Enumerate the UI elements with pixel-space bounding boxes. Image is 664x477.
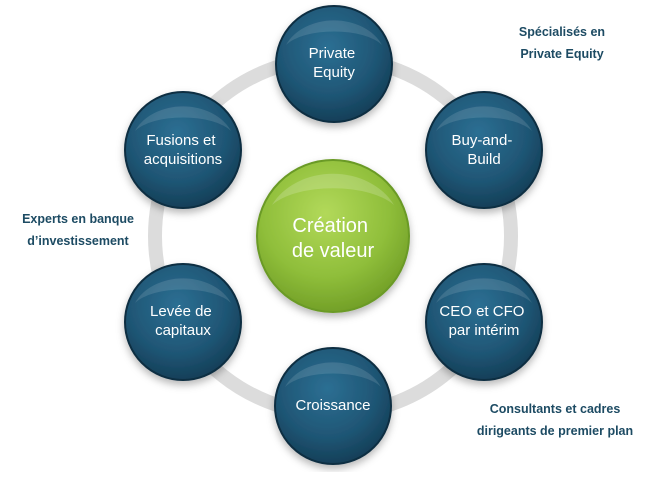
center-label-line-2: de valeur xyxy=(292,240,375,262)
node-label-private-equity-line-1: Private xyxy=(309,45,356,62)
note-investment-banking-experts: Experts en banque d’investissement xyxy=(2,208,154,252)
center-label-line-1: Création xyxy=(292,215,368,237)
note-top-line-2: Private Equity xyxy=(520,47,604,61)
center-node: Création de valeur xyxy=(256,159,410,313)
node-label-buy-and-build-line-2: Build xyxy=(467,151,500,168)
node-label-fusions: Fusions et acquisitions xyxy=(144,132,222,168)
node-private-equity: Private Equity xyxy=(275,5,393,123)
note-consultants-executives: Consultants et cadres dirigeants de prem… xyxy=(450,398,660,442)
node-label-ceo-cfo-line-2: par intérim xyxy=(449,322,520,339)
node-label-private-equity: Private Equity xyxy=(309,45,360,81)
note-bottom-line-2: dirigeants de premier plan xyxy=(476,424,634,438)
node-buy-and-build: Buy-and- Build xyxy=(425,91,543,209)
note-left-line-2: d’investissement xyxy=(27,234,129,248)
node-label-buy-and-build-line-1: Buy-and- xyxy=(451,132,512,149)
node-label-fusions-line-1: Fusions et xyxy=(146,132,216,149)
node-label-croissance-line-1: Croissance xyxy=(295,397,370,414)
node-label-levee-line-1: Levée de xyxy=(150,303,212,320)
note-top-line-1: Spécialisés en xyxy=(518,25,606,39)
note-bottom-line-1: Consultants et cadres xyxy=(489,402,621,416)
note-private-equity-specialists: Spécialisés en Private Equity xyxy=(496,21,628,65)
node-label-ceo-cfo: CEO et CFO par intérim xyxy=(439,303,528,339)
node-label-private-equity-line-2: Equity xyxy=(313,64,355,81)
node-label-fusions-line-2: acquisitions xyxy=(144,151,222,168)
node-label-buy-and-build: Buy-and- Build xyxy=(451,132,516,168)
node-label-ceo-cfo-line-1: CEO et CFO xyxy=(439,303,524,320)
node-label-levee-line-2: capitaux xyxy=(155,322,211,339)
node-croissance: Croissance xyxy=(274,347,392,465)
node-levee-de-capitaux: Levée de capitaux xyxy=(124,263,242,381)
node-fusions-et-acquisitions: Fusions et acquisitions xyxy=(124,91,242,209)
note-left-line-1: Experts en banque xyxy=(22,212,134,226)
node-ceo-cfo: CEO et CFO par intérim xyxy=(425,263,543,381)
node-label-levee: Levée de capitaux xyxy=(150,303,216,339)
node-label-croissance: Croissance xyxy=(295,397,370,414)
center-label: Création de valeur xyxy=(292,215,375,262)
